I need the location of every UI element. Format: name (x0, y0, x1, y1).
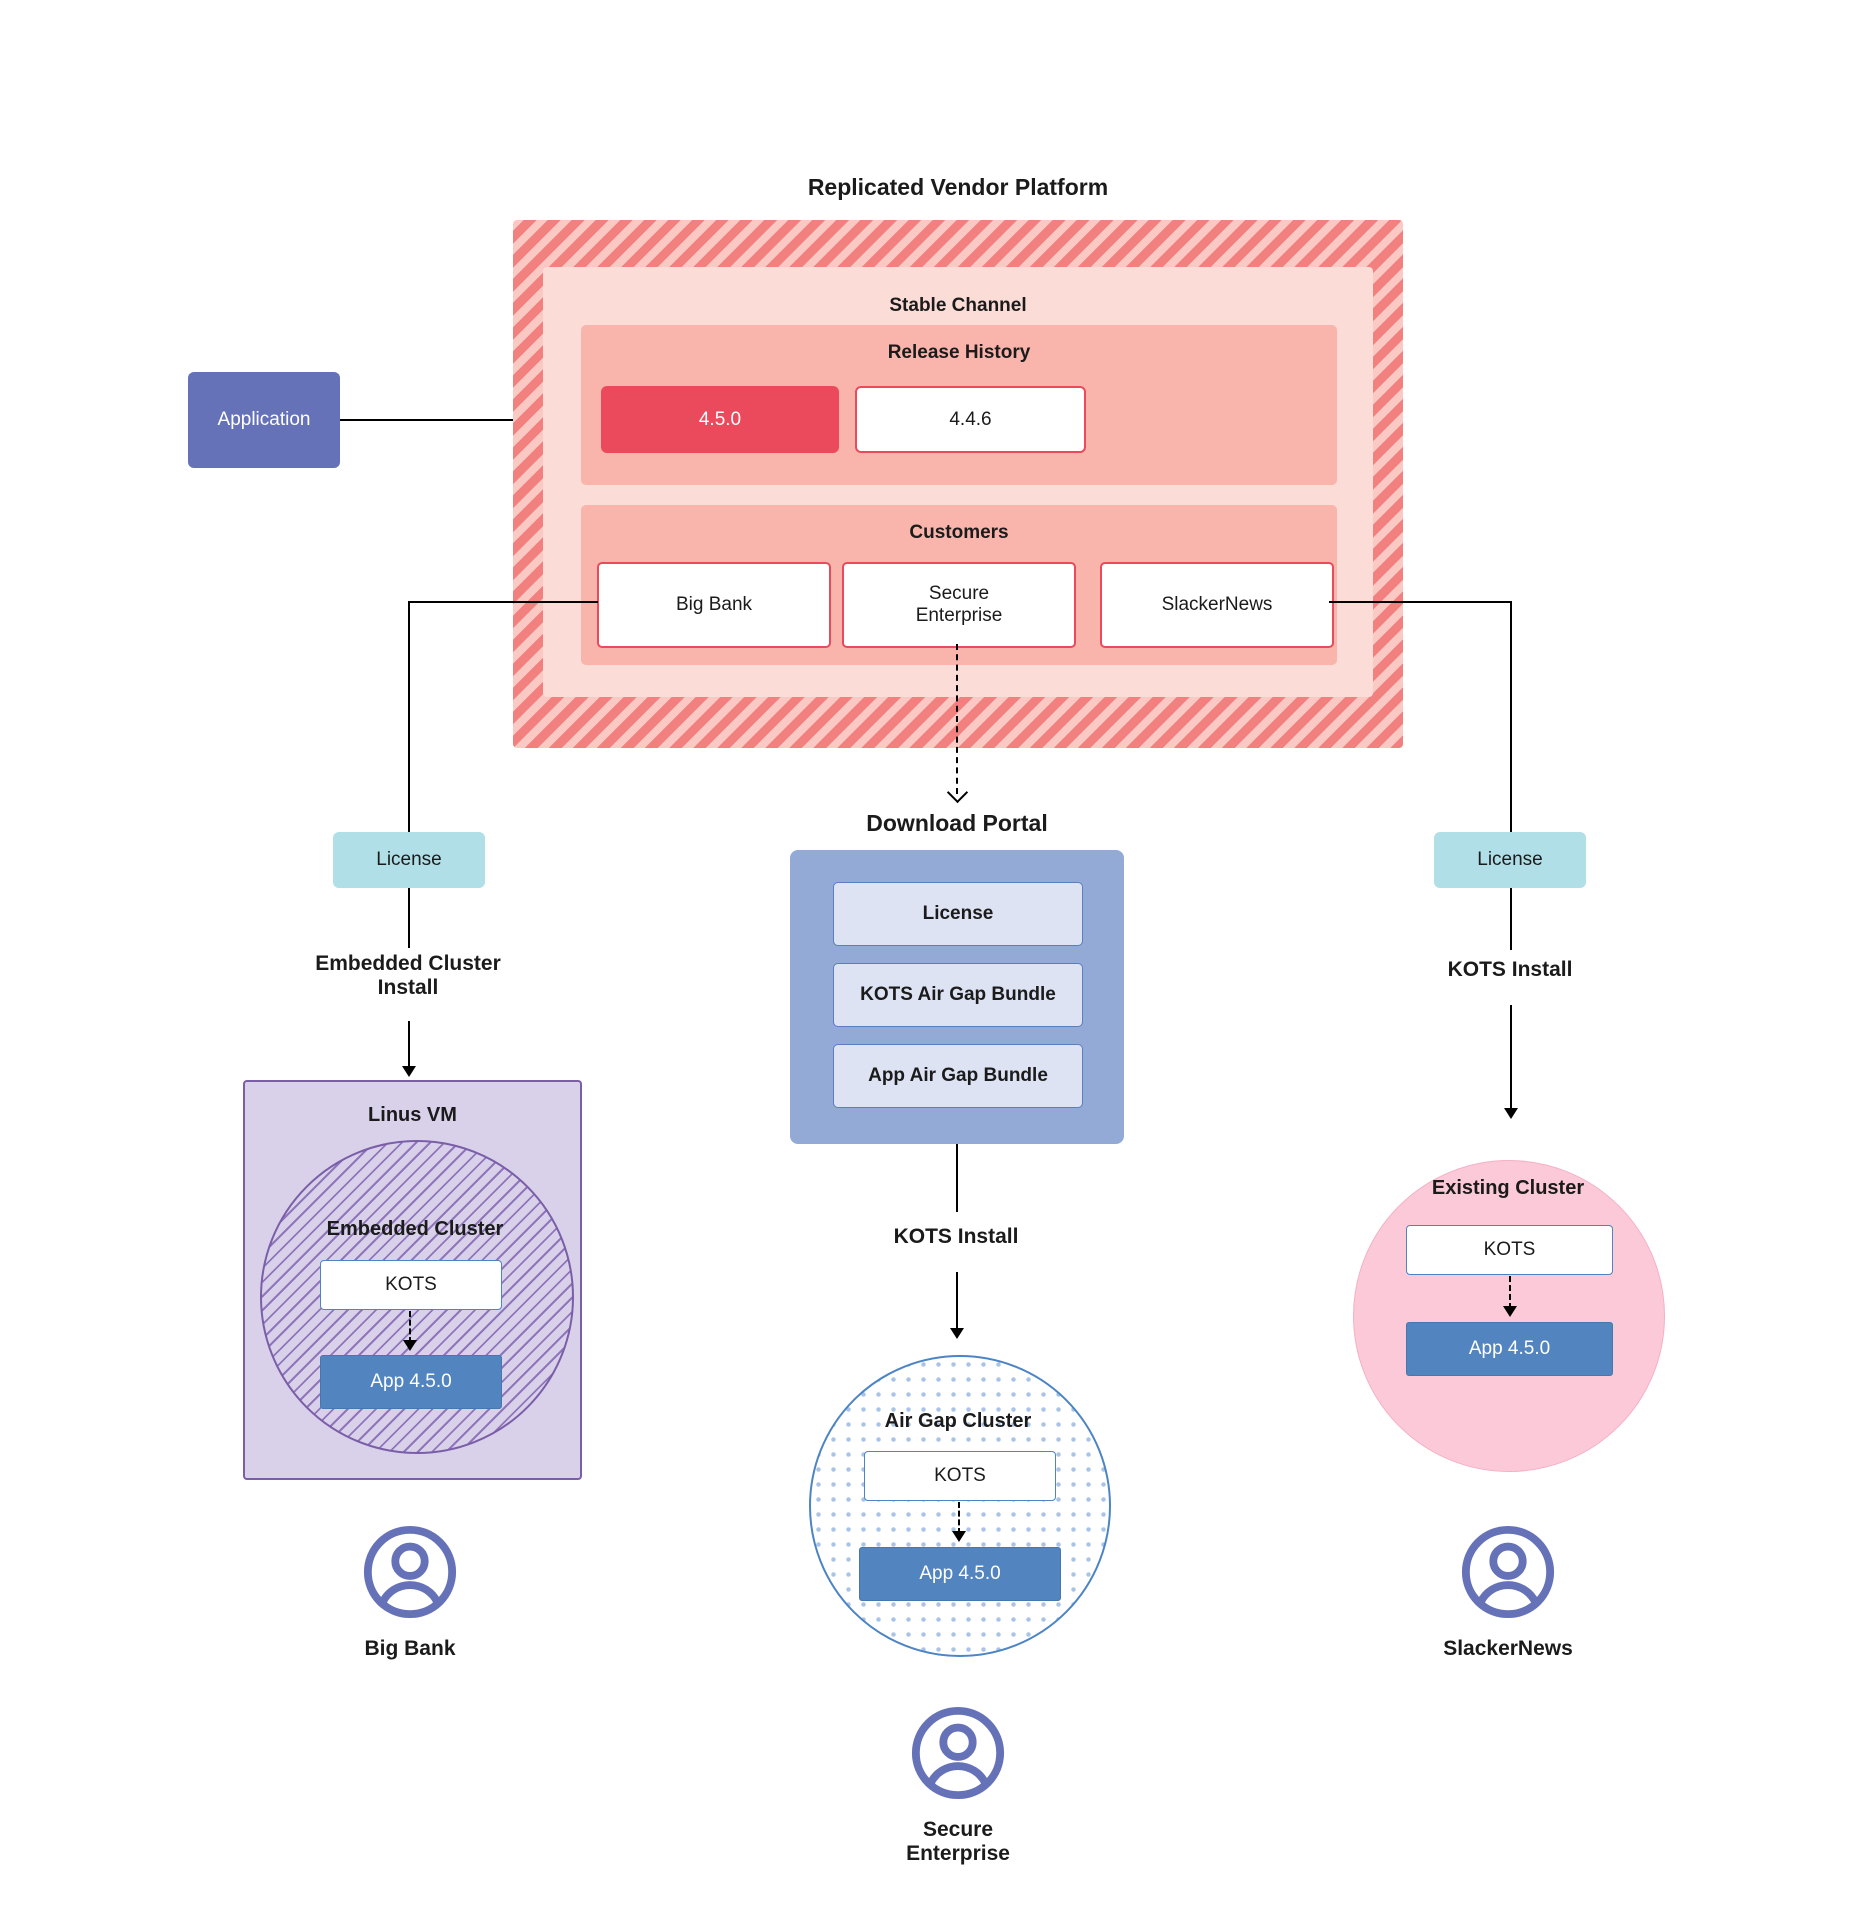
secure-enterprise-connector-chevron (946, 781, 969, 804)
left-install-label-line2: Install (377, 976, 439, 999)
release-version-current: 4.5.0 (698, 408, 742, 430)
release-version-previous: 4.4.6 (949, 408, 992, 430)
customer-name-slackernews: SlackerNews (1443, 1637, 1573, 1660)
customer-label-secure-enterprise-line2: Enterprise (915, 605, 1003, 626)
customer-name-secure-enterprise: Secure Enterprise (808, 1818, 1108, 1866)
avatar-big-bank (361, 1523, 459, 1626)
release-box-previous[interactable]: 4.4.6 (855, 386, 1086, 453)
app-box-center[interactable]: App 4.5.0 (859, 1547, 1061, 1601)
user-avatar-icon (363, 1525, 457, 1619)
portal-item-license-label: License (922, 903, 994, 924)
portal-item-kots-air-gap-bundle[interactable]: KOTS Air Gap Bundle (833, 963, 1083, 1027)
customers-title: Customers (909, 522, 1009, 543)
secure-enterprise-connector-dashed (956, 644, 958, 794)
download-portal-title: Download Portal (866, 810, 1048, 836)
right-install-to-cluster-arrowhead (1504, 1108, 1518, 1119)
app-label-left: App 4.5.0 (370, 1371, 452, 1392)
center-install-to-cluster-arrowhead (950, 1328, 964, 1339)
embedded-cluster-label: Embedded Cluster (326, 1218, 504, 1240)
app-label-center: App 4.5.0 (919, 1563, 1001, 1584)
avatar-secure-enterprise (909, 1704, 1007, 1807)
air-gap-cluster-circle (809, 1355, 1111, 1657)
kots-box-right[interactable]: KOTS (1406, 1225, 1613, 1275)
right-install-label: KOTS Install (1447, 958, 1573, 981)
center-install-label: KOTS Install (893, 1225, 1019, 1248)
portal-item-app-air-gap-bundle[interactable]: App Air Gap Bundle (833, 1044, 1083, 1108)
customer-box-slackernews[interactable]: SlackerNews (1100, 562, 1334, 648)
user-avatar-icon (911, 1706, 1005, 1800)
stable-channel-title: Stable Channel (889, 295, 1027, 316)
slackernews-connector-horizontal (1329, 601, 1512, 603)
left-install-to-vm-arrowhead (402, 1066, 416, 1077)
center-install-to-cluster-line (956, 1272, 958, 1330)
portal-item-app-air-gap-bundle-label: App Air Gap Bundle (868, 1065, 1048, 1086)
slackernews-connector-vertical (1510, 601, 1512, 832)
customer-label-secure-enterprise-line1: Secure (928, 583, 990, 604)
portal-to-install-line (956, 1144, 958, 1212)
big-bank-connector-horizontal (408, 601, 598, 603)
left-install-to-vm-line (408, 1021, 410, 1068)
license-label-right: License (1477, 849, 1543, 870)
right-kots-to-app-arrowhead (1503, 1306, 1517, 1317)
diagram-title: Replicated Vendor Platform (807, 174, 1109, 200)
portal-item-license[interactable]: License (833, 882, 1083, 946)
kots-label-right: KOTS (1483, 1239, 1536, 1260)
customer-name-secure-enterprise-line2: Enterprise (906, 1842, 1010, 1865)
customer-label-slackernews: SlackerNews (1161, 594, 1273, 615)
customer-box-big-bank[interactable]: Big Bank (597, 562, 831, 648)
kots-box-center[interactable]: KOTS (864, 1451, 1056, 1501)
left-license-to-install-line (408, 888, 410, 948)
avatar-slackernews (1459, 1523, 1557, 1626)
big-bank-connector-vertical (408, 601, 410, 832)
customer-label-big-bank: Big Bank (675, 594, 753, 615)
license-chip-right[interactable]: License (1434, 832, 1586, 888)
application-label: Application (217, 409, 311, 430)
application-to-release-line (340, 419, 595, 421)
license-chip-left[interactable]: License (333, 832, 485, 888)
right-install-to-cluster-line (1510, 1005, 1512, 1110)
release-box-current[interactable]: 4.5.0 (601, 386, 839, 453)
right-license-to-install-line (1510, 888, 1512, 950)
customer-box-secure-enterprise[interactable]: Secure Enterprise (842, 562, 1076, 648)
app-box-left[interactable]: App 4.5.0 (320, 1355, 502, 1409)
user-avatar-icon (1461, 1525, 1555, 1619)
left-kots-to-app-dashed (409, 1311, 411, 1343)
center-kots-to-app-dashed (958, 1502, 960, 1534)
right-kots-to-app-dashed (1509, 1276, 1511, 1309)
left-install-label: Embedded Cluster Install (258, 952, 558, 1000)
left-kots-to-app-arrowhead (403, 1340, 417, 1351)
air-gap-cluster-label: Air Gap Cluster (884, 1410, 1032, 1432)
app-label-right: App 4.5.0 (1468, 1338, 1551, 1359)
app-box-right[interactable]: App 4.5.0 (1406, 1322, 1613, 1376)
center-kots-to-app-arrowhead (952, 1531, 966, 1542)
kots-label-left: KOTS (385, 1274, 437, 1295)
customer-name-big-bank: Big Bank (364, 1637, 456, 1660)
kots-box-left[interactable]: KOTS (320, 1260, 502, 1310)
release-history-title: Release History (887, 342, 1031, 363)
linux-vm-label: Linus VM (368, 1104, 457, 1126)
application-box[interactable]: Application (188, 372, 340, 468)
license-label-left: License (376, 849, 442, 870)
customer-name-secure-enterprise-line1: Secure (922, 1818, 994, 1841)
left-install-label-line1: Embedded Cluster (315, 952, 501, 975)
portal-item-kots-air-gap-bundle-label: KOTS Air Gap Bundle (860, 984, 1056, 1005)
existing-cluster-label: Existing Cluster (1431, 1177, 1585, 1199)
download-portal-box: License KOTS Air Gap Bundle App Air Gap … (790, 850, 1124, 1144)
kots-label-center: KOTS (934, 1465, 986, 1486)
